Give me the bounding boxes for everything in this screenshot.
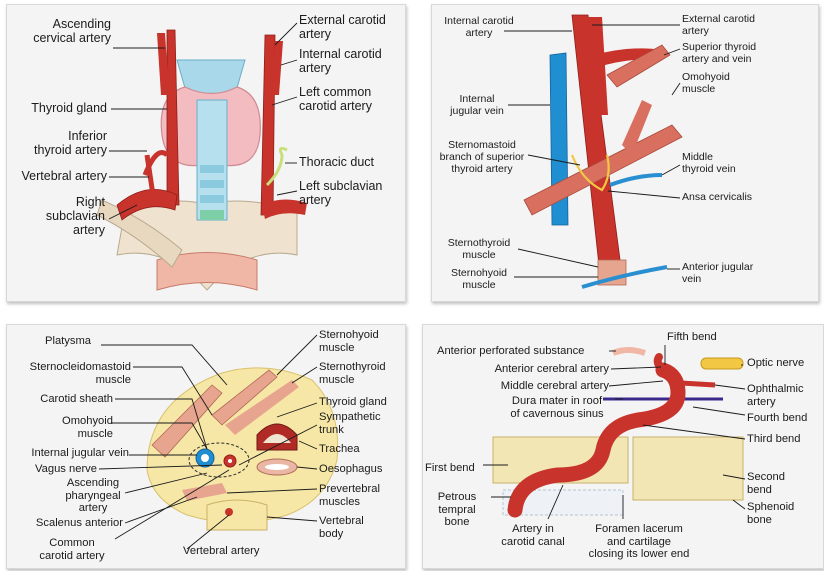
label-trachea: Trachea: [319, 443, 360, 455]
panel-4-illustration: [483, 345, 746, 520]
label-petrous-temporal-bone: Petrous tempral bone: [437, 491, 477, 528]
label-sphenoid-bone: Sphenoid bone: [747, 501, 795, 526]
label-thyroid-gland: Thyroid gland: [319, 396, 387, 408]
label-vertebral-artery: Vertebral artery: [183, 545, 260, 557]
label-vertebral-artery: Vertebral artery: [21, 169, 107, 183]
label-scalenus-anterior: Scalenus anterior: [35, 517, 123, 529]
label-vagus-nerve: Vagus nerve: [35, 463, 97, 475]
label-internal-jugular-vein: Internal jugular vein: [450, 93, 504, 117]
label-left-subclavian-artery: Left subclavian artery: [299, 179, 383, 207]
label-internal-carotid-artery: Internal carotid artery: [444, 15, 514, 39]
label-fourth-bend: Fourth bend: [747, 412, 808, 424]
panel-internal-carotid-bends: Anterior perforated substance Anterior c…: [422, 324, 824, 569]
panel-neck-cross-section: Platysma Sternocleidomastoid muscle Caro…: [6, 324, 406, 569]
label-sternocleidomastoid-muscle: Sternocleidomastoid muscle: [29, 361, 131, 386]
label-right-subclavian-artery: Right subclavian artery: [45, 195, 105, 237]
label-external-carotid-artery: External carotid artery: [299, 13, 386, 41]
label-optic-nerve: Optic nerve: [747, 357, 805, 369]
label-first-bend: First bend: [425, 462, 475, 474]
label-sternothyroid-muscle: Sternothyroid muscle: [447, 237, 511, 261]
label-middle-cerebral-artery: Middle cerebral artery: [500, 380, 609, 392]
label-anterior-jugular-vein: Anterior jugular vein: [682, 261, 754, 285]
label-sternohyoid-muscle: Sternohyoid muscle: [450, 267, 508, 291]
label-ascending-pharyngeal-artery: Ascending pharyngeal artery: [65, 477, 121, 514]
panel-2-illustration: [504, 14, 683, 289]
label-anterior-cerebral-artery: Anterior cerebral artery: [494, 363, 609, 375]
label-omohyoid-muscle: Omohyoid muscle: [682, 71, 730, 95]
label-sternomastoid-branch: Sternomastoid branch of superior thyroid…: [439, 139, 525, 175]
label-external-carotid-artery: External carotid artery: [682, 13, 755, 37]
label-vertebral-body: Vertebral body: [319, 515, 364, 540]
label-ascending-cervical-artery: Ascending cervical artery: [33, 17, 111, 45]
panel-1-illustration: [96, 22, 307, 291]
label-anterior-perforated-substance: Anterior perforated substance: [437, 345, 585, 357]
panel-carotid-triangle: Internal carotid artery Internal jugular…: [431, 4, 819, 302]
label-prevertebral-muscles: Prevertebral muscles: [319, 483, 380, 508]
label-middle-thyroid-vein: Middle thyroid vein: [682, 151, 736, 175]
label-omohyoid-muscle: Omohyoid muscle: [62, 415, 113, 440]
label-inferior-thyroid-artery: Inferior thyroid artery: [34, 129, 107, 157]
label-internal-jugular-vein: Internal jugular vein: [31, 447, 129, 459]
label-ansa-cervicalis: Ansa cervicalis: [682, 191, 753, 203]
panel-arteries-of-neck-root: Ascending cervical artery Thyroid gland …: [6, 4, 406, 302]
label-common-carotid-artery: Common carotid artery: [39, 537, 105, 562]
label-sympathetic-trunk: Sympathetic trunk: [319, 411, 381, 436]
label-artery-in-carotid-canal: Artery in carotid canal: [501, 523, 565, 548]
label-ophthalmic-artery: Ophthalmic artery: [747, 383, 804, 408]
label-third-bend: Third bend: [747, 433, 801, 445]
label-fifth-bend: Fifth bend: [667, 331, 717, 343]
label-oesophagus: Oesophagus: [319, 463, 383, 475]
label-left-common-carotid-artery: Left common carotid artery: [299, 85, 372, 113]
label-carotid-sheath: Carotid sheath: [40, 393, 113, 405]
panel-3-illustration: [98, 334, 339, 550]
label-thyroid-gland: Thyroid gland: [31, 101, 107, 115]
label-internal-carotid-artery: Internal carotid artery: [299, 47, 382, 75]
label-foramen-lacerum: Foramen lacerum and cartilage closing it…: [588, 523, 690, 560]
label-dura-mater: Dura mater in roof of cavernous sinus: [510, 395, 604, 420]
label-sternothyroid-muscle: Sternothyroid muscle: [319, 361, 386, 386]
label-superior-thyroid-artery-vein: Superior thyroid artery and vein: [682, 41, 757, 65]
label-platysma: Platysma: [45, 335, 92, 347]
label-thoracic-duct: Thoracic duct: [299, 155, 375, 169]
label-second-bend: Second bend: [747, 471, 785, 496]
label-sternohyoid-muscle: Sternohyoid muscle: [319, 329, 379, 354]
